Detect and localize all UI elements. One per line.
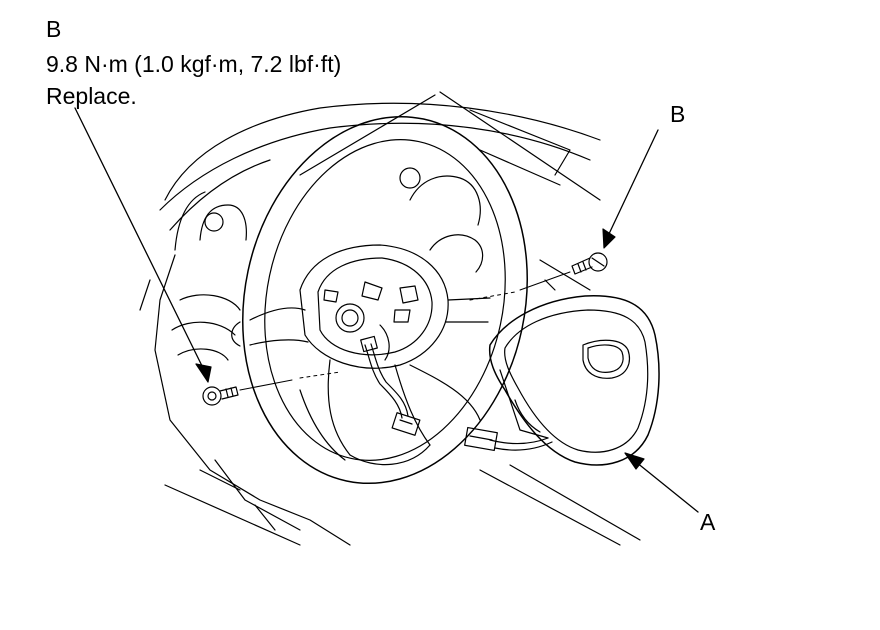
bolt-left [202, 386, 239, 406]
torque-spec: 9.8 N·m (1.0 kgf·m, 7.2 lbf·ft) [46, 51, 342, 77]
wiring-harness [360, 335, 553, 452]
replace-note: Replace. [46, 83, 137, 109]
leader-line-a [624, 452, 699, 513]
installation-guide-lines [239, 271, 571, 391]
bolt-right [571, 252, 608, 275]
dashboard-outline [139, 91, 641, 546]
steering-wheel-hub [231, 244, 491, 466]
leader-line-b-right [602, 129, 659, 249]
callout-b-right: B [670, 101, 686, 127]
callout-b-left: B [46, 16, 62, 42]
leader-line-b-left [74, 107, 212, 383]
airbag-module [488, 295, 660, 466]
steering-wheel-rim [242, 115, 528, 485]
callout-a: A [700, 509, 716, 535]
